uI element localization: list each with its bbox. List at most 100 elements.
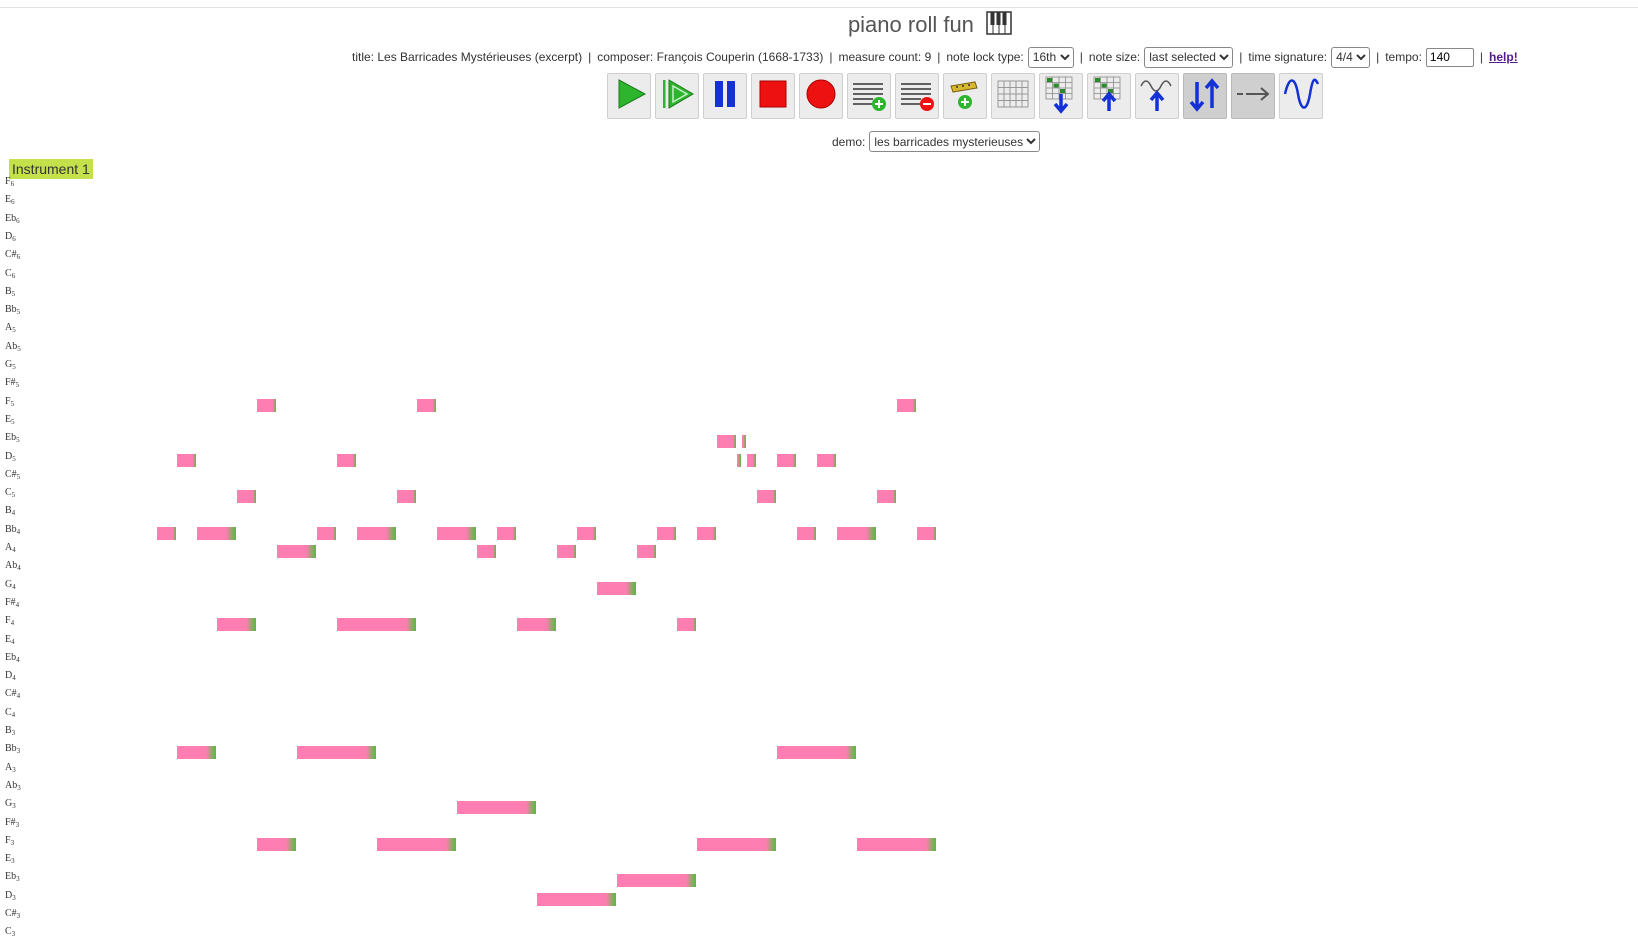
note-block[interactable]	[377, 837, 456, 851]
pause-button[interactable]	[703, 73, 747, 119]
pitch-label: Eb3	[5, 871, 20, 884]
add-instrument-button[interactable]	[943, 73, 987, 119]
shift-notes-down-button[interactable]	[1039, 73, 1083, 119]
separator: |	[1079, 50, 1083, 64]
remove-measure-icon	[897, 74, 937, 119]
pitch-label: F4	[5, 615, 15, 628]
note-block[interactable]	[317, 526, 336, 540]
demo-select[interactable]: les barricades mysterieuses	[869, 131, 1041, 152]
note-block[interactable]	[497, 526, 516, 540]
stop-button[interactable]	[751, 73, 795, 119]
note-block[interactable]	[897, 398, 916, 412]
note-block[interactable]	[657, 526, 676, 540]
instrument-tab[interactable]: Instrument 1	[9, 159, 93, 179]
note-block[interactable]	[917, 526, 936, 540]
pitch-label: C#3	[5, 908, 21, 920]
note-block[interactable]	[577, 526, 596, 540]
pitch-label: C#4	[5, 688, 21, 701]
note-block[interactable]	[337, 453, 356, 467]
note-block[interactable]	[437, 526, 476, 540]
grid-arrow-down-icon	[1041, 74, 1081, 119]
note-block[interactable]	[597, 581, 636, 595]
pitch-label: G4	[5, 578, 16, 591]
time-signature-select[interactable]: 4/4	[1331, 46, 1371, 68]
note-block[interactable]	[697, 837, 776, 851]
note-size-select[interactable]: last selected	[1144, 46, 1234, 68]
note-block[interactable]	[197, 526, 236, 540]
shift-notes-up-button[interactable]	[1087, 73, 1131, 119]
pitch-label: Ab3	[5, 779, 21, 792]
pitch-label: Bb4	[5, 523, 21, 536]
remove-measure-button[interactable]	[895, 73, 939, 119]
note-block[interactable]	[177, 746, 216, 760]
title-label: title:	[352, 50, 375, 64]
note-block[interactable]	[737, 453, 741, 467]
note-block[interactable]	[717, 435, 736, 449]
note-block[interactable]	[257, 837, 296, 851]
note-block[interactable]	[177, 453, 196, 467]
move-mode-button[interactable]	[1183, 73, 1227, 119]
note-block[interactable]	[637, 545, 656, 558]
sustain-mode-button[interactable]	[1231, 73, 1275, 119]
note-block[interactable]	[537, 892, 616, 906]
record-icon	[801, 74, 841, 119]
pitch-label: E4	[5, 633, 15, 646]
note-block[interactable]	[277, 545, 316, 558]
separator: |	[937, 50, 941, 64]
play-button[interactable]	[607, 73, 651, 119]
pitch-label: D4	[5, 670, 16, 683]
pitch-label: Eb5	[5, 432, 20, 445]
note-block[interactable]	[677, 618, 696, 632]
pitch-label: Bb3	[5, 743, 21, 756]
play-from-here-button[interactable]	[655, 73, 699, 119]
note-block[interactable]	[477, 545, 496, 558]
sine-wave-icon	[1281, 74, 1321, 119]
note-block[interactable]	[777, 746, 856, 760]
separator: |	[829, 50, 833, 64]
pitch-label: Ab5	[5, 340, 21, 353]
composer-value: François Couperin (1668-1733)	[656, 50, 824, 64]
pitch-label: A5	[5, 322, 16, 335]
note-block[interactable]	[457, 801, 536, 815]
note-lock-select[interactable]: 16th	[1027, 46, 1074, 68]
pitch-label: E6	[5, 194, 15, 207]
pitch-label: F5	[5, 395, 15, 408]
note-block[interactable]	[337, 618, 416, 632]
pitch-label: Eb4	[5, 651, 20, 664]
note-block[interactable]	[297, 746, 376, 760]
note-block[interactable]	[617, 874, 696, 888]
note-block[interactable]	[877, 490, 896, 504]
note-block[interactable]	[742, 435, 746, 449]
grid-icon	[993, 74, 1033, 119]
note-block[interactable]	[397, 490, 416, 504]
note-block[interactable]	[777, 453, 796, 467]
note-block[interactable]	[557, 545, 576, 558]
add-measure-button[interactable]	[847, 73, 891, 119]
note-block[interactable]	[157, 526, 176, 540]
note-block[interactable]	[837, 526, 876, 540]
note-block[interactable]	[857, 837, 936, 851]
composer-label: composer:	[597, 50, 654, 64]
pitch-label: G3	[5, 798, 16, 811]
pitch-label: B3	[5, 725, 16, 737]
note-block[interactable]	[417, 398, 436, 412]
toggle-grid-button[interactable]	[991, 73, 1035, 119]
pitch-label: F3	[5, 834, 15, 847]
note-block[interactable]	[357, 526, 396, 540]
note-block[interactable]	[517, 618, 556, 632]
waveform-button[interactable]	[1279, 73, 1323, 119]
note-block[interactable]	[697, 526, 716, 540]
onion-skin-button[interactable]	[1135, 73, 1179, 119]
note-block[interactable]	[747, 453, 756, 467]
note-block[interactable]	[757, 490, 776, 504]
note-block[interactable]	[237, 490, 256, 504]
tempo-input[interactable]	[1425, 47, 1474, 67]
pitch-label: B4	[5, 505, 16, 518]
help-link[interactable]: help!	[1489, 50, 1518, 64]
note-block[interactable]	[217, 618, 256, 632]
note-block[interactable]	[797, 526, 816, 540]
note-block[interactable]	[817, 453, 836, 467]
record-button[interactable]	[799, 73, 843, 119]
note-block[interactable]	[257, 398, 276, 412]
